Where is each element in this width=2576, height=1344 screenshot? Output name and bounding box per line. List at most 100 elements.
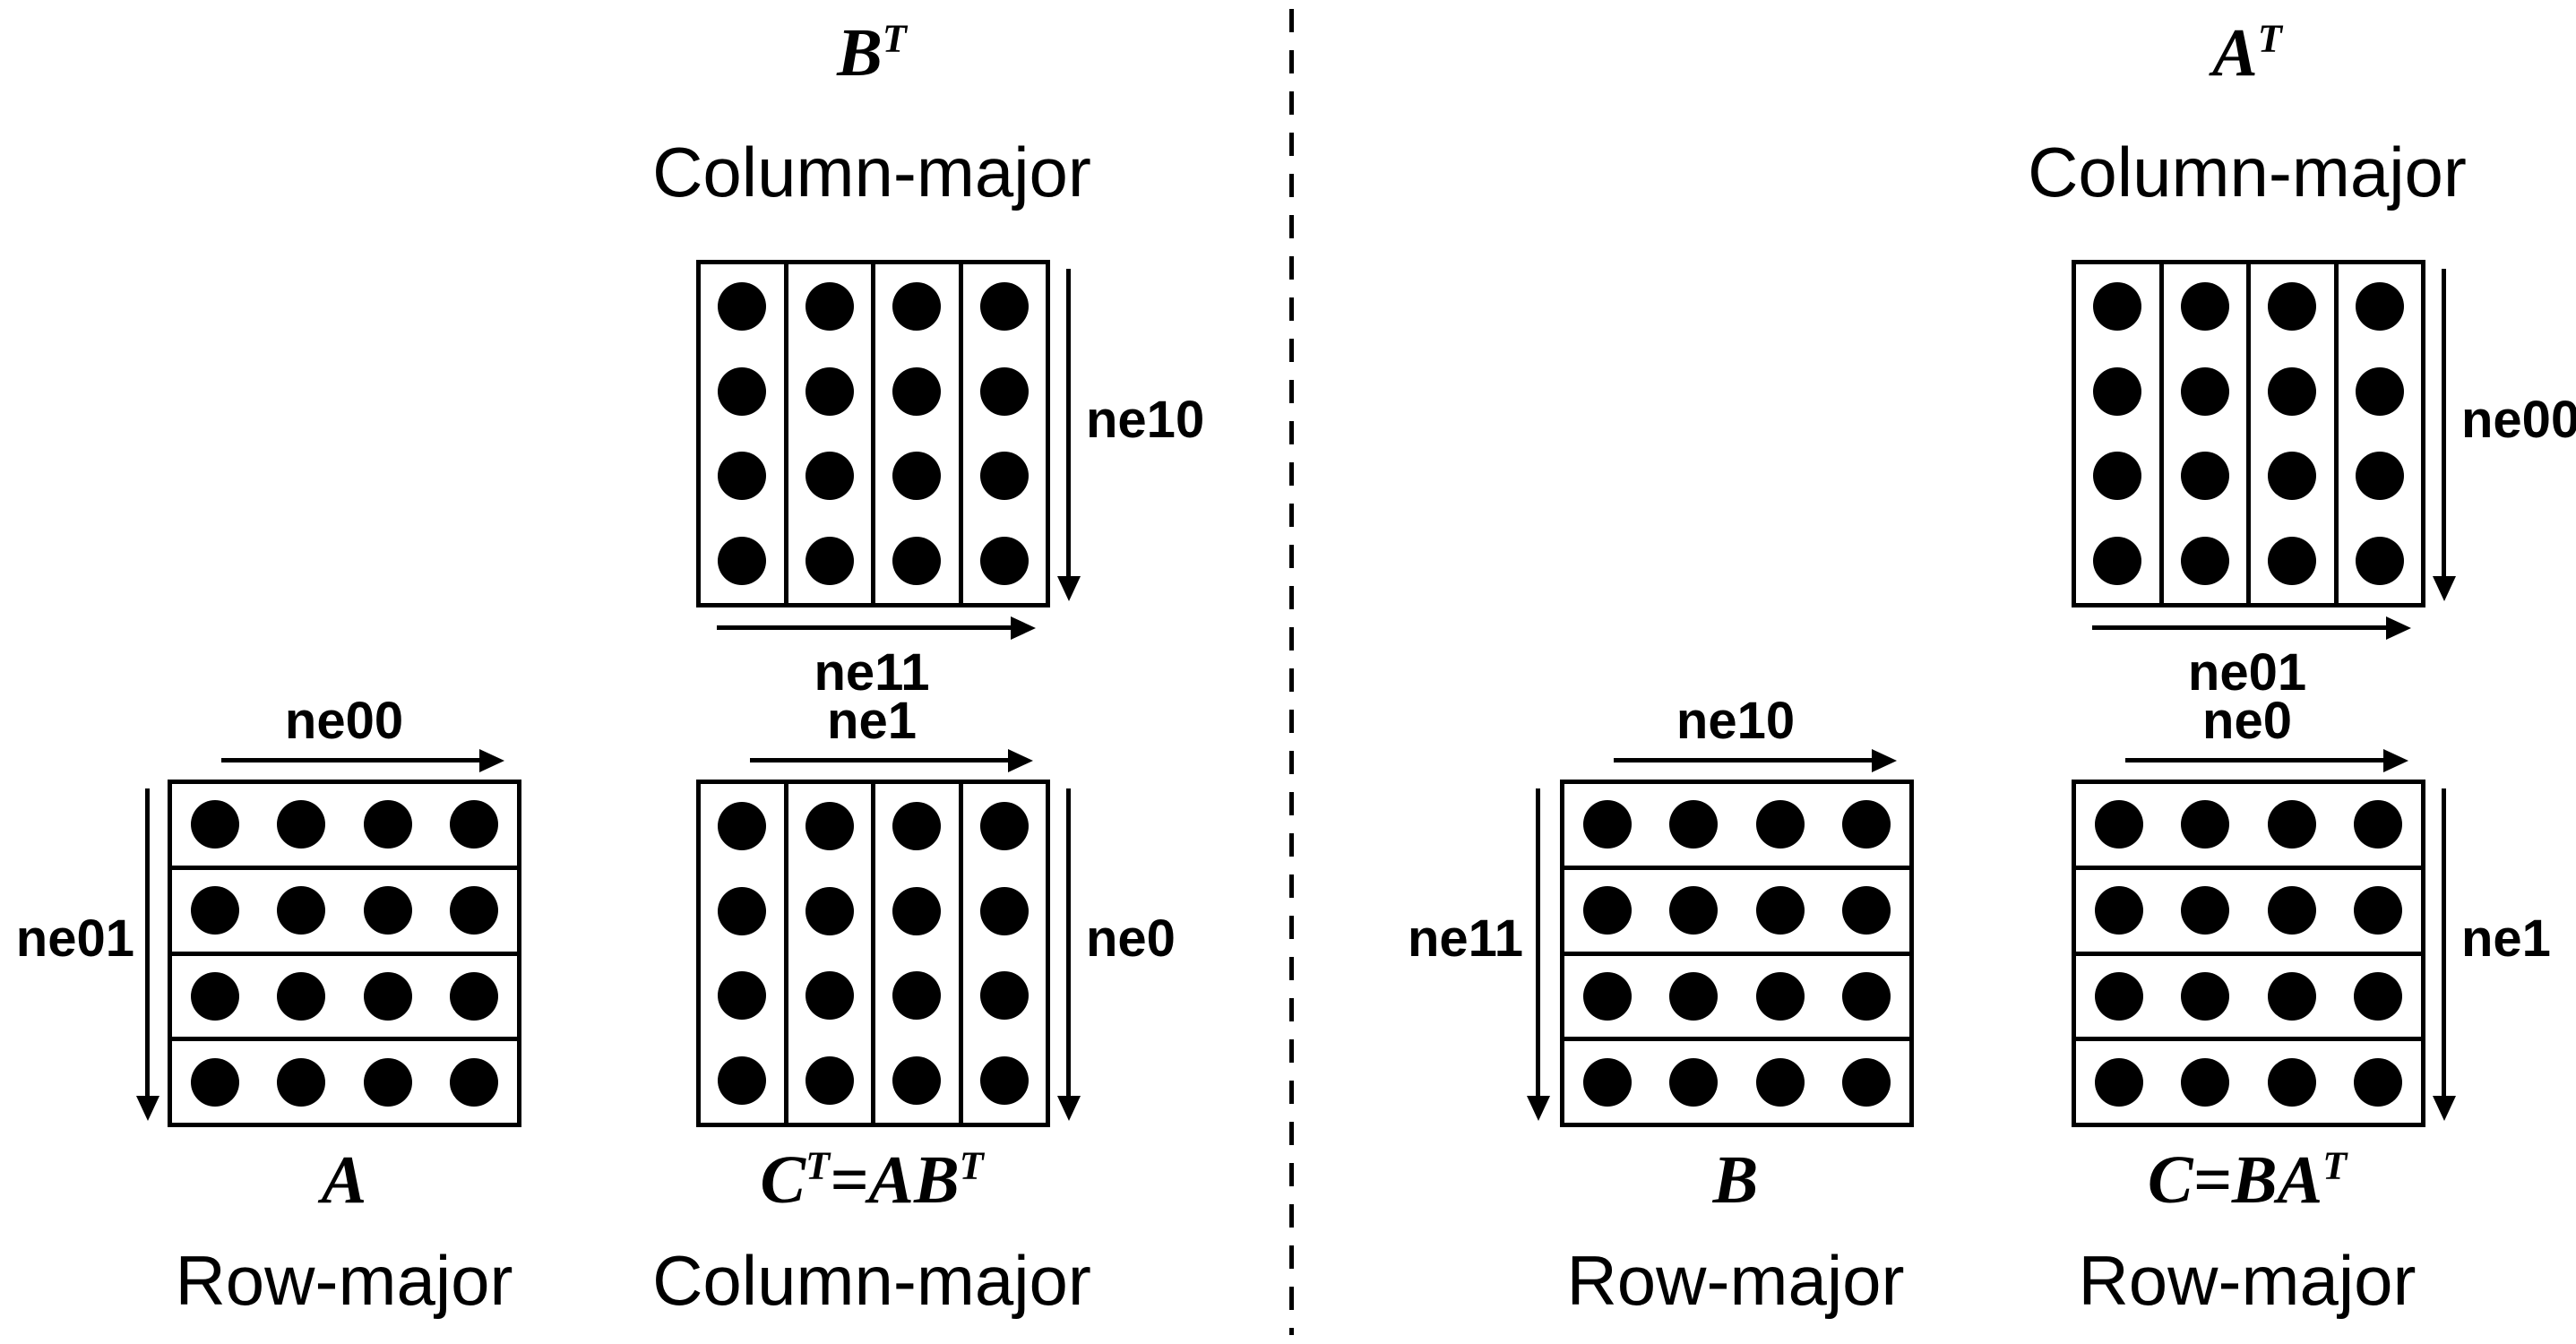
element-dot: [449, 886, 498, 935]
matrix-c-title: C=BAT: [2068, 1142, 2426, 1219]
element-dot: [2268, 366, 2317, 416]
matrix-column: [2339, 264, 2422, 603]
element-dot: [892, 452, 942, 501]
matrix-column: [963, 784, 1047, 1123]
matrix-b: [1560, 780, 1914, 1127]
element-dot: [718, 282, 767, 332]
element-dot: [1583, 1057, 1633, 1107]
title-text-segment: B: [1712, 1142, 1759, 1218]
element-dot: [1755, 886, 1805, 935]
matrix-row: [1564, 1041, 1909, 1123]
element-dot: [979, 282, 1029, 332]
matrix-ct-storage-label: Column-major: [652, 1241, 1091, 1320]
element-dot: [277, 886, 326, 935]
matrix-a-ne01-label: ne01: [15, 909, 134, 968]
matrix-c-storage-label: Row-major: [2078, 1241, 2417, 1320]
element-dot: [1755, 1057, 1805, 1107]
element-dot: [2093, 536, 2142, 585]
element-dot: [805, 282, 854, 332]
element-dot: [892, 1055, 942, 1105]
matrix-c: [2072, 780, 2425, 1127]
element-dot: [979, 971, 1029, 1021]
matrix-column: [875, 784, 963, 1123]
matrix-at-ne01-arrow: [2092, 625, 2388, 630]
element-dot: [1583, 971, 1633, 1021]
element-dot: [805, 536, 854, 585]
element-dot: [2353, 1057, 2402, 1107]
element-dot: [191, 1057, 240, 1107]
element-dot: [2355, 282, 2404, 332]
matrix-a-title: A: [165, 1142, 523, 1219]
matrix-b-ne11-arrow: [1536, 788, 1540, 1098]
element-dot: [2353, 886, 2402, 935]
matrix-ct-ne0-label: ne0: [1086, 909, 1176, 968]
matrix-column: [788, 264, 875, 603]
element-dot: [191, 971, 240, 1021]
element-dot: [1669, 1057, 1719, 1107]
matrix-at-storage-label: Column-major: [2028, 133, 2467, 211]
title-text-segment: A: [321, 1142, 367, 1218]
matrix-a: [168, 780, 521, 1127]
element-dot: [718, 802, 767, 851]
matrix-b-storage-label: Row-major: [1566, 1241, 1905, 1320]
matrix-at-ne00-arrow: [2442, 269, 2446, 578]
element-dot: [805, 886, 854, 935]
element-dot: [979, 366, 1029, 416]
element-dot: [1841, 971, 1891, 1021]
superscript-t: T: [806, 1143, 830, 1188]
element-dot: [2353, 971, 2402, 1021]
matrix-bt-ne11-label: ne11: [814, 643, 930, 702]
matrix-b-ne10-arrow: [1614, 758, 1874, 762]
element-dot: [805, 366, 854, 416]
panel-divider: [1289, 9, 1294, 1335]
matrix-bt: [696, 260, 1050, 607]
superscript-t: T: [882, 16, 907, 61]
element-dot: [449, 1057, 498, 1107]
matrix-column: [2164, 264, 2251, 603]
matrix-column: [963, 264, 1047, 603]
element-dot: [2355, 536, 2404, 585]
element-dot: [2093, 452, 2142, 501]
title-text-segment: =BA: [2193, 1142, 2323, 1218]
matrix-row: [172, 870, 517, 956]
matrix-b-ne10-label: ne10: [1676, 692, 1796, 750]
matrix-b-ne11-label: ne11: [1408, 909, 1523, 968]
element-dot: [2180, 536, 2229, 585]
matrix-ct: [696, 780, 1050, 1127]
element-dot: [892, 886, 942, 935]
matrix-a-ne00-arrow: [221, 758, 481, 762]
matrix-c-ne1-arrow: [2442, 788, 2446, 1098]
title-text-segment: A: [2212, 15, 2258, 90]
matrix-row: [172, 956, 517, 1042]
matrix-column: [788, 784, 875, 1123]
element-dot: [2181, 886, 2230, 935]
matrix-a-ne00-label: ne00: [284, 692, 404, 750]
matrix-row: [1564, 870, 1909, 956]
element-dot: [2268, 452, 2317, 501]
matrix-ct-ne1-label: ne1: [827, 692, 917, 750]
element-dot: [449, 800, 498, 849]
element-dot: [892, 802, 942, 851]
matrix-at-ne01-label: ne01: [2187, 643, 2307, 702]
element-dot: [363, 971, 412, 1021]
element-dot: [2355, 452, 2404, 501]
element-dot: [805, 802, 854, 851]
matrix-row: [1564, 784, 1909, 870]
element-dot: [191, 886, 240, 935]
title-text-segment: =AB: [830, 1142, 960, 1218]
matrix-row: [2076, 956, 2421, 1042]
element-dot: [2095, 800, 2144, 849]
element-dot: [1755, 800, 1805, 849]
matrix-ct-ne1-arrow: [750, 758, 1010, 762]
element-dot: [1669, 800, 1719, 849]
element-dot: [805, 1055, 854, 1105]
matrix-bt-title: BT: [693, 15, 1051, 91]
matrix-ct-ne0-arrow: [1066, 788, 1071, 1098]
element-dot: [1669, 971, 1719, 1021]
element-dot: [892, 536, 942, 585]
element-dot: [1755, 971, 1805, 1021]
superscript-t: T: [2322, 1143, 2348, 1188]
title-text-segment: C: [2147, 1142, 2193, 1218]
element-dot: [2180, 452, 2229, 501]
matrix-a-ne01-arrow: [145, 788, 150, 1098]
